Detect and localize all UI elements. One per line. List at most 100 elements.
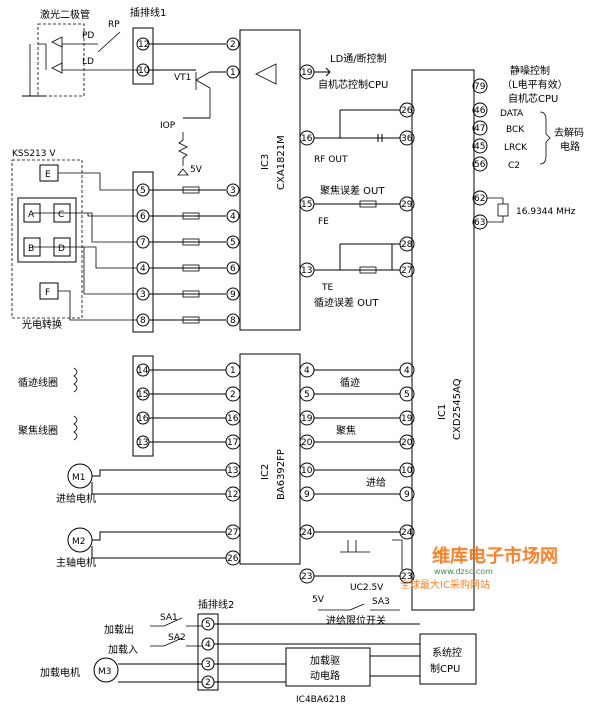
pin-label: 4 [404,366,410,376]
cell-f-label: F [45,288,50,298]
ic1-part: CXD2545AQ [452,378,463,440]
pin-label: 14 [137,366,149,376]
ic3-right-pins: 19 16 15 13 [299,64,315,278]
pin-label: 28 [401,240,413,250]
te-resistor [359,266,377,274]
pin-label: 6 [140,212,146,222]
pin-circle [226,261,240,275]
cell-a-label: A [28,210,35,220]
uc-label: UC2.5V [350,583,384,593]
watermark: 维库电子市场网 www.dzsc.com 全球最大IC采购网站 [400,545,558,591]
pin-label: 2 [205,678,211,688]
decode-label: 去解码 [554,126,584,139]
pin-circle [472,78,488,94]
ic1-box [411,69,475,611]
cell-b-label: B [28,244,34,254]
pin-label: 12 [227,490,238,500]
sa2-label: SA2 [168,633,186,643]
c2-label: C2 [508,161,520,171]
pin-label: 20 [301,438,313,448]
ic2-left-pins: 1 2 16 17 13 12 27 26 [225,362,241,566]
data-label: DATA [500,109,524,119]
syscpu-label: 系统控 [432,646,462,659]
m3-wires [118,663,202,683]
pin-circle [226,313,240,327]
bck-label: BCK [506,125,525,135]
connector1-mid [132,171,154,333]
track-coil [73,367,78,393]
pin-label: 5 [205,620,211,630]
pin-label: 46 [474,106,486,116]
pin-label: 19 [301,68,313,78]
pin-label: 3 [140,290,146,300]
focus-label: 聚焦 [336,424,356,437]
resistor [182,186,200,194]
resistor [182,264,200,272]
pin-label: 4 [304,366,310,376]
pin-circle [399,262,415,278]
pin-label: 47 [474,124,485,134]
photo-diode-pd [51,36,63,48]
laser-diode-label: 激光二极管 [40,8,90,21]
track-err-label: 循迹误差 OUT [314,296,379,309]
decode-circuit-label: 电路 [560,140,580,153]
crystal [497,203,509,217]
pin-label: 4 [140,264,146,274]
laser-diode-ld [51,62,63,74]
pin-label: 5 [404,390,410,400]
xtal-label: 16.9344 MHz [516,207,576,217]
pin-label: 16 [137,414,149,424]
load-in-label: 加载入 [108,644,138,656]
pd-label: PD [82,31,94,41]
load-motor-label: 加载电机 [40,666,80,679]
ic2-part: BA6392FP [276,449,287,500]
pin-label: 1 [230,68,236,78]
pin-label: 8 [140,316,146,326]
pickup-wiring [32,172,137,321]
mute-active-label: （L电平有效） [502,78,568,91]
pin-label: 10 [401,466,413,476]
v5-label: 5V [190,165,203,175]
pin-circle [472,120,488,136]
pin-label: 20 [401,438,413,448]
resistor-array [182,186,200,324]
pin-circle [226,37,240,51]
bottom-wires [214,623,420,683]
pin-label: 2 [230,390,236,400]
ic1-right-signals: 79 46 47 45 56 62 63 [472,78,488,230]
iop-label: IOP [160,121,176,131]
decode-brace [539,111,551,165]
pickup-label: KSS213 V [12,149,56,159]
motor-wires [91,469,226,559]
pin-label: 26 [227,554,239,564]
resistor [182,212,200,220]
sa1-label: SA1 [160,613,178,623]
focus-err-label: 聚焦误差 OUT [320,184,385,197]
ld-ctrl-label: LD通/断控制 [330,52,387,65]
pin-label: 19 [301,414,313,424]
ic2-name: IC2 [260,464,271,480]
sa3-label: SA3 [372,597,390,607]
load-driver-circuit-label: 动电路 [310,669,340,682]
pin-circle [399,196,415,212]
pin-label: 23 [401,572,412,582]
pin-label: 16 [227,414,239,424]
pin-circle [226,287,240,301]
pin-label: 13 [227,466,238,476]
watermark-brand: 维库电子市场网 [432,545,558,567]
pin-label: 2 [230,40,236,50]
ic2-box [239,353,301,565]
ic3-amp [255,63,277,85]
ic1-name: IC1 [437,404,448,420]
ld-ctrl-cpu-label: 自机芯控制CPU [318,78,388,91]
ld-ctrl-wire [314,67,331,77]
conn1-ic3-wires [149,189,226,321]
pin-circle [399,130,415,146]
pin-label: 27 [401,266,412,276]
ic2-right-pins: 4 5 19 20 10 9 24 23 [299,362,315,584]
cell-e-label: E [45,170,51,180]
feed-motor-label: 进给电机 [56,492,96,505]
pickup-box [11,159,83,319]
photo-label: 光电转换 [22,318,62,331]
